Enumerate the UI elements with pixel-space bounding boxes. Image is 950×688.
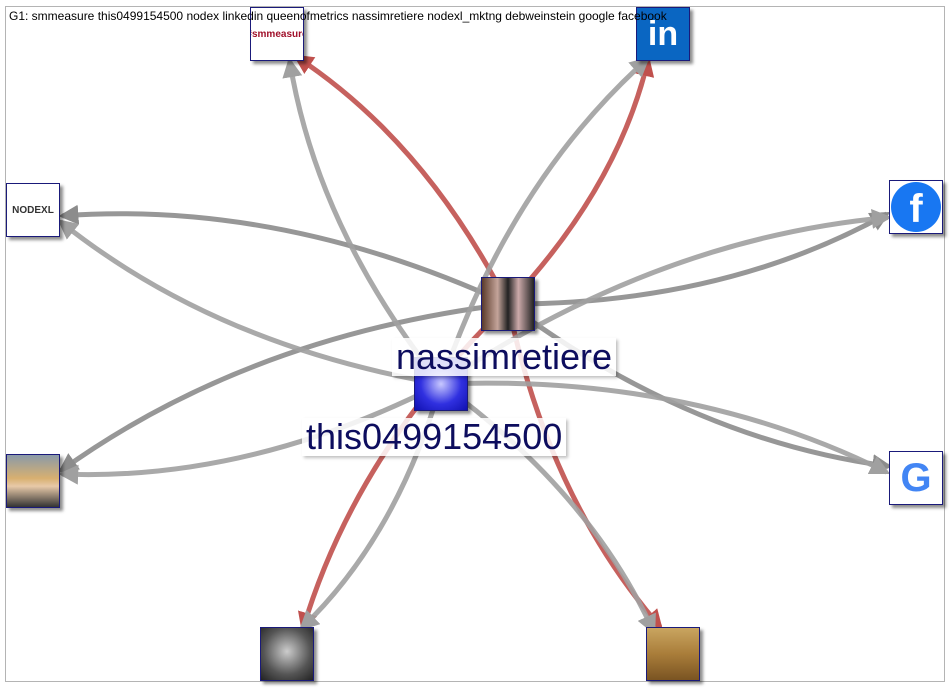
label-nassimretiere: nassimretiere	[392, 338, 617, 376]
edge-nassimretiere-to-facebook	[507, 211, 891, 307]
node-google[interactable]: G	[889, 451, 943, 505]
edge-nassimretiere-to-queenofmetrics	[57, 301, 509, 473]
graph-border	[5, 6, 945, 682]
smmeasure-logo-icon: #smmeasure	[251, 28, 303, 40]
edge-this0499154500-to-nodexl_mktng	[439, 381, 656, 635]
edge-this0499154500-to-nodex	[57, 219, 442, 387]
edge-this0499154500-to-linkedin	[438, 56, 650, 385]
node-nodex[interactable]: NODEXL	[6, 183, 60, 237]
node-queenofmetrics[interactable]	[6, 454, 60, 508]
node-nodexl_mktng[interactable]	[646, 627, 700, 681]
graph-title: G1: smmeasure this0499154500 nodex linke…	[9, 9, 667, 23]
edge-nassimretiere-to-linkedin	[506, 56, 655, 306]
edge-nassimretiere-to-nodex	[58, 204, 510, 307]
node-linkedin[interactable]: in	[636, 7, 690, 61]
edge-nassimretiere-to-smmeasure	[293, 54, 511, 306]
linkedin-logo-icon: in	[647, 14, 679, 53]
node-facebook[interactable]: f	[889, 180, 943, 234]
edge-this0499154500-to-google	[440, 380, 891, 475]
facebook-logo-icon: f	[891, 182, 941, 232]
edge-this0499154500-to-queenofmetrics	[58, 381, 443, 485]
node-smmeasure[interactable]: #smmeasure	[250, 7, 304, 61]
label-this0499154500: this0499154500	[302, 418, 567, 456]
node-debweinstein[interactable]	[260, 627, 314, 681]
google-logo-icon: G	[900, 455, 932, 500]
node-nassimretiere[interactable]	[481, 277, 535, 331]
nodexl-logo-icon: NODEXL	[12, 204, 54, 216]
